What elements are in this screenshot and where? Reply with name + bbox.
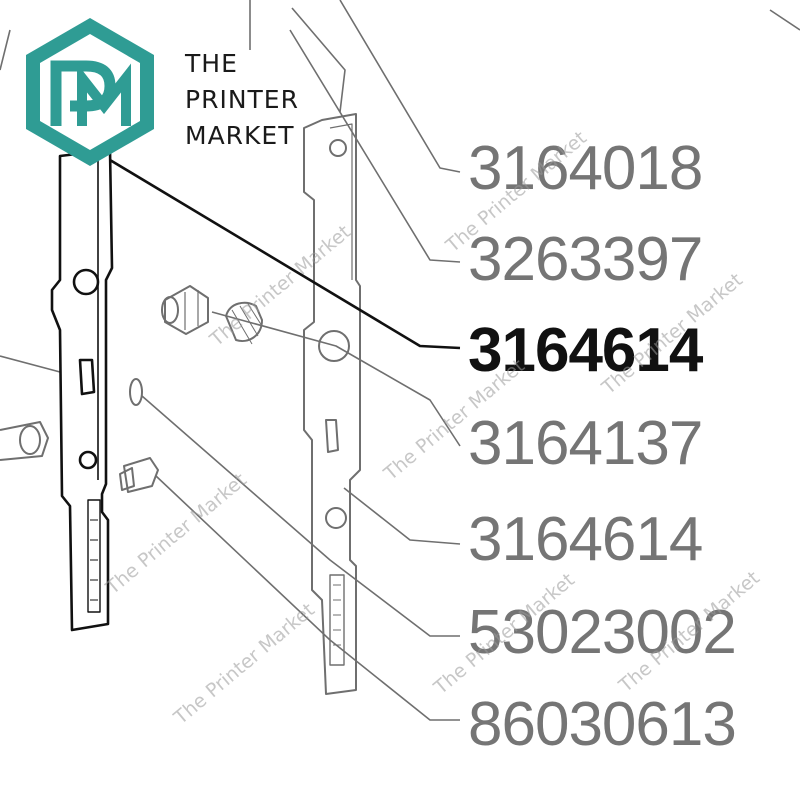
side-bracket-right xyxy=(303,113,361,695)
leader-line-highlighted xyxy=(109,158,461,350)
leader-line xyxy=(155,475,460,721)
bracket-hole xyxy=(329,139,347,157)
printer-market-logo-icon xyxy=(26,18,154,166)
bracket-hole xyxy=(318,330,350,362)
e-clip xyxy=(129,378,143,406)
bracket-hole xyxy=(72,268,100,296)
side-bracket-left-highlighted xyxy=(50,148,114,632)
bracket-hole xyxy=(78,450,98,470)
part-number-label: 3164137 xyxy=(468,409,703,478)
part-number-label: 53023002 xyxy=(468,598,737,667)
brand-line: PRINTER xyxy=(185,85,299,114)
brand-line: THE xyxy=(185,49,238,78)
leader-line xyxy=(141,395,460,637)
bracket-hole xyxy=(325,507,347,529)
part-number-label: 86030613 xyxy=(468,690,737,759)
leader-line xyxy=(211,311,461,447)
brand-line: MARKET xyxy=(185,121,295,150)
bushing-pin xyxy=(164,285,209,335)
leader-line xyxy=(343,487,461,545)
leader-line xyxy=(289,29,461,263)
leader-line xyxy=(339,0,461,173)
part-number-label: 3164018 xyxy=(468,134,703,203)
part-number-label-highlighted: 3164614 xyxy=(468,316,703,385)
screw-left xyxy=(0,421,49,461)
part-number-label: 3263397 xyxy=(468,225,703,294)
bushing-spring xyxy=(225,301,263,342)
leader-line xyxy=(291,7,346,113)
part-number-label: 3164614 xyxy=(468,505,703,574)
brand-name: THE PRINTER MARKET xyxy=(185,46,299,154)
leader-line xyxy=(0,355,61,373)
